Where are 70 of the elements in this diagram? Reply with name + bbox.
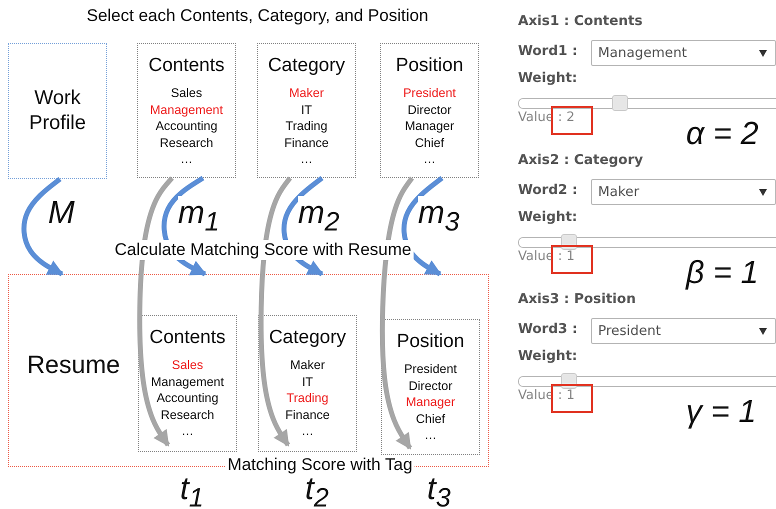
- list-item: Accounting: [156, 118, 218, 134]
- weight-symbol: α = 2: [686, 117, 759, 149]
- list-item: …: [181, 423, 194, 440]
- box-title: Work Profile: [28, 86, 87, 136]
- list-item: Accounting: [156, 390, 218, 406]
- list-item: Manager: [404, 118, 454, 134]
- dropdown: President: [591, 318, 776, 344]
- field-label: Word1 :: [518, 43, 578, 59]
- tag-symbol: t$_{1}$: [180, 472, 204, 509]
- arrow: [21, 177, 64, 276]
- box-heading: Category: [268, 55, 346, 77]
- field-label: Word2 :: [518, 182, 578, 198]
- list-item: Research: [160, 134, 214, 151]
- tag-list-box: [138, 315, 237, 452]
- list-item: …: [423, 151, 436, 168]
- arrow: [137, 176, 174, 447]
- box-heading: Position: [396, 55, 464, 77]
- field-label: Weight:: [518, 209, 578, 225]
- profile-box: [8, 43, 107, 179]
- list-item: Manager: [406, 394, 456, 410]
- list-item: Finance: [285, 406, 330, 423]
- box-heading: Position: [396, 331, 464, 353]
- list-item: Director: [408, 102, 452, 118]
- list-item: Maker: [290, 357, 325, 374]
- tag-list-box: [258, 315, 357, 452]
- list-item: President: [403, 85, 456, 102]
- box-heading: Contents: [149, 327, 226, 349]
- list-item: Trading: [286, 118, 328, 134]
- arrow: [402, 176, 444, 276]
- list-item: Finance: [284, 134, 329, 151]
- field-label: Word3 :: [518, 321, 578, 337]
- caption-text: Matching Score with Tag: [226, 455, 414, 475]
- list-item: Chief: [414, 134, 444, 151]
- list-item: Director: [408, 378, 452, 394]
- region-title: Resume: [27, 351, 120, 380]
- list-item: Management: [150, 102, 223, 118]
- list-item: …: [180, 151, 193, 168]
- field-label: Axis2 : Category: [518, 152, 644, 168]
- list-item: IT: [302, 374, 314, 390]
- list-item: Research: [160, 406, 214, 423]
- arrow: [380, 176, 414, 450]
- list-item: Chief: [416, 410, 446, 427]
- tag-symbol: t$_{2}$: [305, 472, 329, 509]
- weight-symbol: γ = 1: [686, 395, 756, 427]
- tag-list-box: [380, 43, 479, 178]
- list-item: Trading: [286, 390, 328, 406]
- field-label: Weight:: [518, 348, 578, 364]
- weight-symbol: β = 1: [686, 256, 759, 288]
- field-label: Axis3 : Position: [518, 291, 636, 307]
- list-item: …: [301, 423, 314, 440]
- list-item: IT: [300, 102, 312, 118]
- field-label: Axis1 : Contents: [518, 13, 643, 29]
- list-item: Sales: [170, 85, 202, 102]
- list-item: Sales: [172, 357, 204, 374]
- box-heading: Contents: [148, 55, 225, 77]
- tag-list-box: [137, 43, 236, 178]
- field-label: Weight:: [518, 70, 578, 86]
- list-item: Maker: [289, 85, 324, 102]
- tag-symbol: t$_{3}$: [427, 472, 451, 509]
- list-item: …: [424, 427, 437, 444]
- arrow: [258, 176, 292, 447]
- dropdown: Maker: [591, 179, 776, 205]
- list-item: President: [404, 361, 457, 378]
- list-item: …: [300, 151, 313, 168]
- dropdown: Management: [591, 40, 776, 66]
- box-heading: Category: [268, 327, 346, 349]
- tag-list-box: [257, 43, 356, 178]
- diagram-title: Select each Contents, Category, and Position: [86, 6, 430, 26]
- caption-text: Calculate Matching Score with Resume: [112, 240, 414, 260]
- list-item: Management: [151, 374, 224, 390]
